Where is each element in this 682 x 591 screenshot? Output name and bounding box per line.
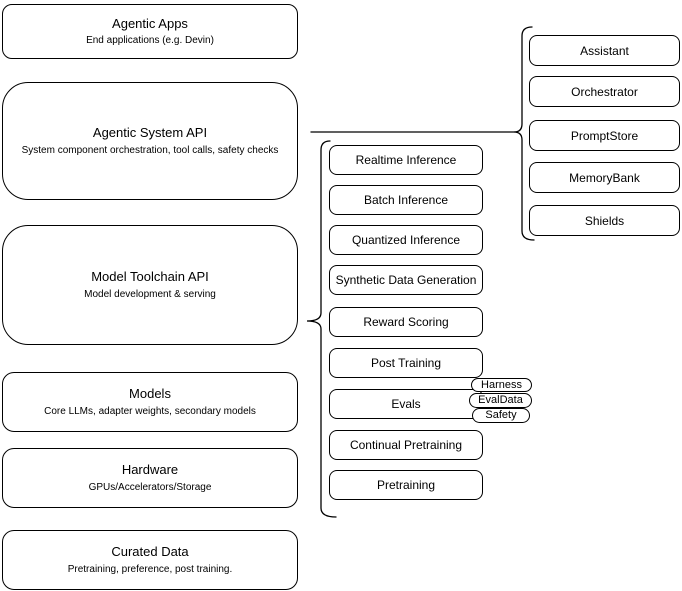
node-model-toolchain-api: Model Toolchain API Model development & … — [2, 225, 298, 345]
node-label: PromptStore — [570, 128, 639, 143]
tag-label: Safety — [485, 409, 517, 421]
node-label: Shields — [584, 213, 625, 228]
node-curated-data: Curated Data Pretraining, preference, po… — [2, 530, 298, 590]
node-subtitle: Core LLMs, adapter weights, secondary mo… — [44, 405, 256, 417]
node-shields: Shields — [529, 205, 680, 236]
node-subtitle: GPUs/Accelerators/Storage — [88, 481, 212, 493]
node-agentic-system-api: Agentic System API System component orch… — [2, 82, 298, 200]
node-memorybank: MemoryBank — [529, 162, 680, 193]
node-reward-scoring: Reward Scoring — [329, 307, 483, 337]
node-subtitle: Pretraining, preference, post training. — [67, 563, 233, 575]
node-title: Curated Data — [111, 544, 189, 560]
node-batch-inference: Batch Inference — [329, 185, 483, 215]
node-subtitle: Model development & serving — [84, 288, 216, 300]
evals-tag-safety: Safety — [472, 408, 530, 423]
node-label: Orchestrator — [571, 84, 638, 99]
node-realtime-inference: Realtime Inference — [329, 145, 483, 175]
node-label: Realtime Inference — [355, 153, 457, 167]
node-promptstore: PromptStore — [529, 120, 680, 151]
node-label: Reward Scoring — [363, 315, 449, 329]
node-label: MemoryBank — [569, 170, 640, 185]
node-title: Model Toolchain API — [91, 269, 209, 285]
tag-label: EvalData — [478, 394, 523, 406]
node-subtitle: End applications (e.g. Devin) — [86, 35, 214, 47]
node-orchestrator: Orchestrator — [529, 76, 680, 107]
node-label: Post Training — [370, 356, 442, 370]
node-continual-pretraining: Continual Pretraining — [329, 430, 483, 460]
node-hardware: Hardware GPUs/Accelerators/Storage — [2, 448, 298, 508]
node-pretraining: Pretraining — [329, 470, 483, 500]
node-subtitle: System component orchestration, tool cal… — [21, 144, 279, 156]
node-title: Agentic Apps — [112, 15, 188, 31]
node-title: Agentic System API — [92, 125, 208, 141]
node-label: Quantized Inference — [351, 233, 461, 247]
node-label: Pretraining — [376, 478, 436, 492]
node-label: Batch Inference — [363, 193, 449, 207]
evals-tag-evaldata: EvalData — [469, 393, 532, 408]
node-models: Models Core LLMs, adapter weights, secon… — [2, 372, 298, 432]
node-quantized-inference: Quantized Inference — [329, 225, 483, 255]
node-post-training: Post Training — [329, 348, 483, 378]
node-agentic-apps: Agentic Apps End applications (e.g. Devi… — [2, 4, 298, 59]
node-label: Synthetic Data Generation — [335, 273, 477, 287]
node-assistant: Assistant — [529, 35, 680, 66]
node-title: Hardware — [121, 462, 179, 478]
tag-label: Harness — [481, 378, 522, 391]
node-title: Models — [129, 386, 171, 402]
node-label: Evals — [391, 397, 421, 411]
node-evals: Evals — [329, 389, 483, 419]
node-label: Continual Pretraining — [349, 438, 463, 452]
node-synthetic-data-generation: Synthetic Data Generation — [329, 265, 483, 295]
evals-tag-harness: Harness — [471, 378, 532, 392]
node-label: Assistant — [580, 43, 629, 58]
